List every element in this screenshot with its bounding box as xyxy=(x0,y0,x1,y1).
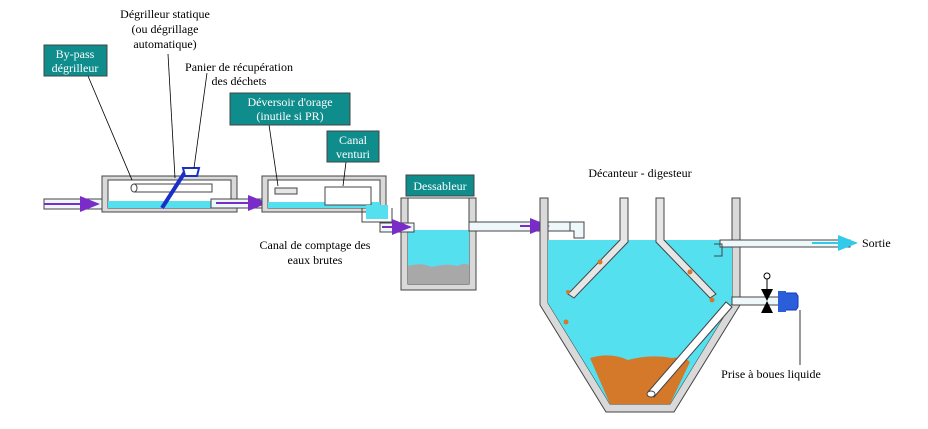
outlet-pipe xyxy=(714,235,858,257)
grit-deposit xyxy=(408,263,469,284)
svg-text:eaux brutes: eaux brutes xyxy=(288,253,343,267)
grit-chamber xyxy=(400,197,477,291)
comptage-label: Canal de comptage des eaux brutes xyxy=(260,238,371,267)
venturi-channel xyxy=(324,186,372,206)
svg-text:automatique): automatique) xyxy=(133,37,196,51)
degrilleur-label: Dégrilleur statique (ou dégrillage autom… xyxy=(120,7,210,51)
svg-text:Dessableur: Dessableur xyxy=(413,179,466,193)
inlet-elbow xyxy=(569,221,585,239)
svg-text:Dégrilleur statique: Dégrilleur statique xyxy=(120,7,210,21)
clarifier-inlet-pipe xyxy=(468,218,585,239)
panier-label: Panier de récupération des déchets xyxy=(185,60,293,88)
leader-lines xyxy=(87,53,801,365)
waste-basket xyxy=(181,167,201,177)
svg-text:Canal: Canal xyxy=(339,133,368,147)
grit-inlet xyxy=(379,219,415,235)
static-screen xyxy=(160,170,187,210)
dessableur-label-box: Dessableur xyxy=(405,174,475,197)
svg-text:Déversoir d'orage: Déversoir d'orage xyxy=(247,95,332,109)
screening-water xyxy=(108,201,231,208)
svg-text:Panier de récupération: Panier de récupération xyxy=(185,60,293,74)
decanteur-label: Décanteur - digesteur xyxy=(588,166,691,180)
sludge-coupling-icon xyxy=(783,292,799,311)
clarifier-digester xyxy=(539,197,741,413)
svg-text:By-pass: By-pass xyxy=(56,47,95,61)
prise-boues-label: Prise à boues liquide xyxy=(721,367,821,381)
sortie-label: Sortie xyxy=(862,236,891,250)
svg-text:(inutile si PR): (inutile si PR) xyxy=(256,109,323,123)
inlet-pipe xyxy=(43,196,103,212)
valve-icon xyxy=(761,289,773,301)
svg-text:des déchets: des déchets xyxy=(212,74,267,88)
bypass-label-box: By-pass dégrilleur xyxy=(43,44,108,77)
svg-text:Canal de comptage des: Canal de comptage des xyxy=(260,238,371,252)
sludge-withdrawal-line xyxy=(731,272,799,313)
measurement-channel xyxy=(261,175,393,223)
canal-venturi-label-box: Canal venturi xyxy=(326,130,380,163)
deversoir-label-box: Déversoir d'orage (inutile si PR) xyxy=(229,92,351,126)
storm-overflow-weir xyxy=(274,187,298,195)
svg-text:dégrilleur: dégrilleur xyxy=(52,61,99,75)
svg-text:(ou dégrillage: (ou dégrillage xyxy=(132,22,199,36)
sludge-layer xyxy=(590,355,690,404)
svg-text:venturi: venturi xyxy=(336,147,371,161)
